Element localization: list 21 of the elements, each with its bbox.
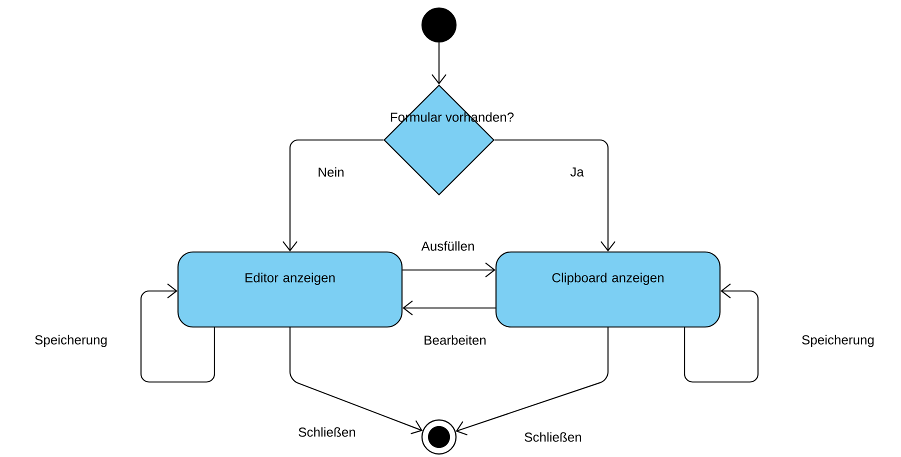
start-node	[421, 7, 457, 43]
arrow	[140, 284, 216, 383]
state-box: Clipboard anzeigen	[495, 251, 721, 328]
end-node	[421, 419, 457, 455]
state-box: Editor anzeigen	[177, 251, 403, 328]
arrow	[456, 328, 609, 436]
arrow	[282, 139, 384, 252]
arrow	[289, 328, 423, 434]
edge-label: Speicherung	[800, 334, 876, 348]
edge-label: Nein	[316, 166, 346, 178]
arrow	[402, 262, 496, 278]
arrow	[402, 300, 496, 316]
arrow	[684, 284, 759, 383]
edge-label: Ausfüllen	[420, 240, 476, 252]
edge-label: Schließen	[523, 431, 583, 443]
edge-label: Ja	[569, 166, 585, 178]
edge-label: Schließen	[297, 426, 357, 438]
edge-label: Speicherung	[34, 334, 108, 348]
edge-label: Bearbeiten	[422, 334, 488, 346]
arrow	[494, 139, 616, 252]
arrow	[432, 42, 446, 84]
